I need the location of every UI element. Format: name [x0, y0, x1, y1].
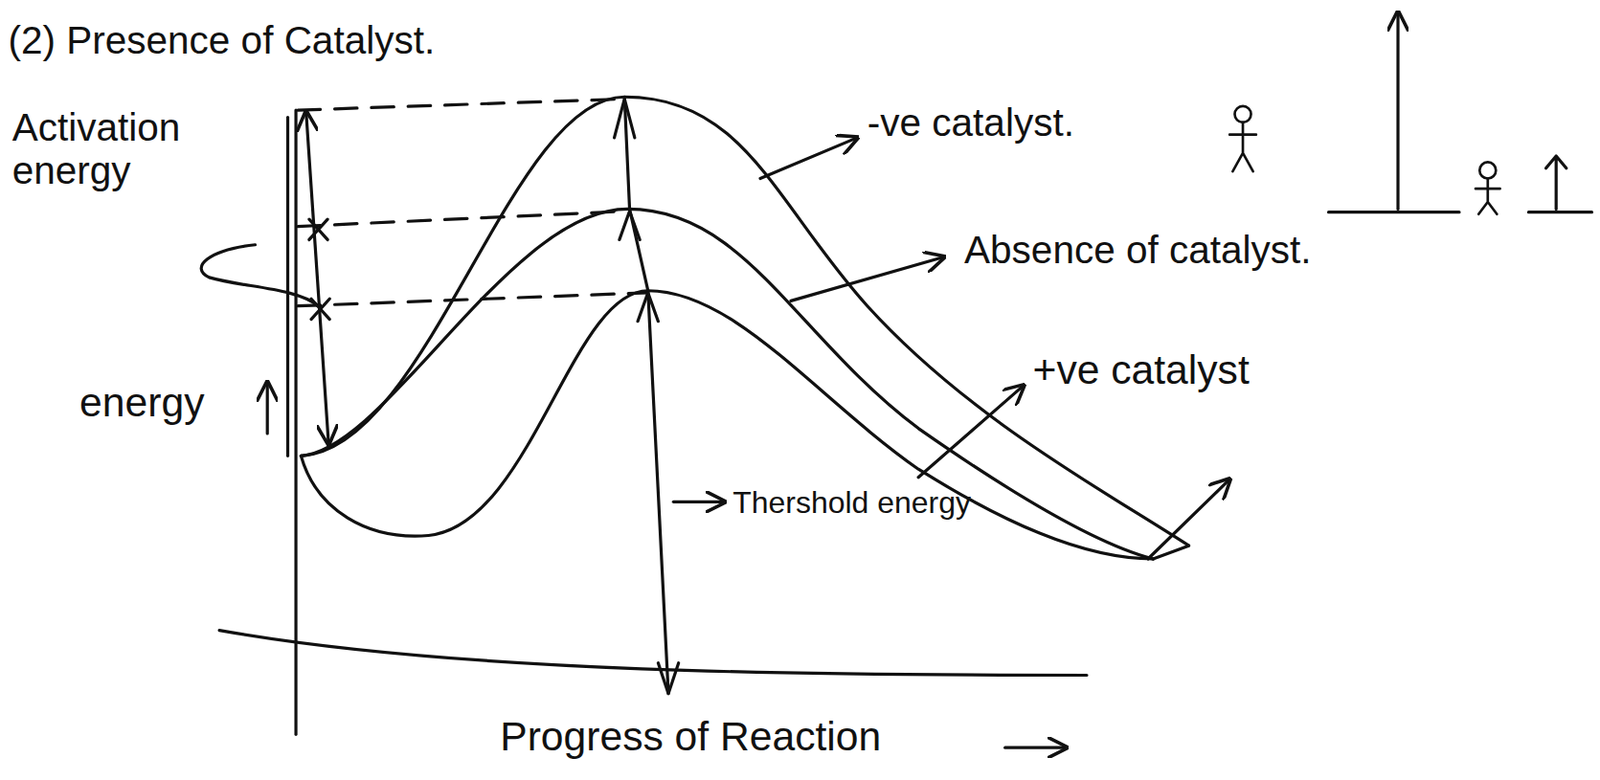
stick-figure [1229, 106, 1257, 172]
negative-pointer [760, 137, 857, 180]
threshold-pointer [673, 500, 724, 504]
positive-pointer [918, 385, 1024, 478]
activation-energy-arrow [306, 112, 329, 444]
energy-level-dashes [297, 98, 649, 306]
ground-line [1329, 210, 1460, 214]
absence-catalyst-label: Absence of catalyst. [964, 229, 1311, 273]
stick-figure [1475, 161, 1501, 214]
activation-leader [201, 245, 318, 307]
absence-pointer [790, 257, 945, 302]
reaction-axis-label: Progress of Reaction [499, 714, 881, 760]
positive-catalyst-curve [300, 291, 1153, 560]
activation-energy-label: Activation energy [12, 107, 258, 193]
bracket-line [286, 117, 290, 457]
short-arrow [1528, 156, 1592, 213]
tall-arrow [1396, 12, 1399, 210]
threshold-energy-label: Thershold energy [732, 485, 971, 519]
progress-arrow [1005, 746, 1067, 750]
energy-arrow [266, 383, 270, 434]
level-marks [309, 219, 330, 319]
energy-axis-label: energy [79, 379, 204, 425]
diagram-title: (2) Presence of Catalyst. [8, 20, 436, 64]
threshold-head-top [614, 98, 635, 137]
threshold-line [624, 96, 669, 694]
negative-catalyst-curve [300, 96, 1189, 546]
threshold-head-bottom [657, 663, 678, 695]
product-pointer [1148, 479, 1230, 560]
threshold-heads [619, 211, 658, 322]
negative-catalyst-label: -ve catalyst. [867, 102, 1075, 146]
reaction-axis [219, 630, 1087, 677]
positive-catalyst-label: +ve catalyst [1032, 346, 1249, 392]
